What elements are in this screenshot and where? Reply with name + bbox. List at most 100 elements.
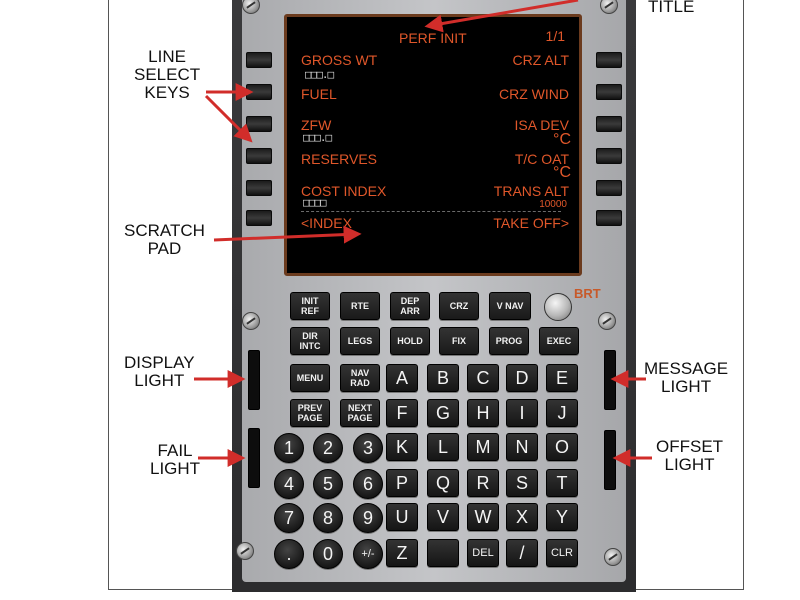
tc-oat-unit: °C: [553, 164, 571, 181]
brightness-label: BRT: [574, 286, 601, 301]
key-slash[interactable]: /: [506, 539, 538, 567]
key-p[interactable]: P: [386, 469, 418, 497]
lsk-4l[interactable]: [246, 148, 272, 164]
screen-page-number: 1/1: [545, 28, 565, 44]
screw-mid-left: [242, 312, 260, 330]
lsk-2l[interactable]: [246, 84, 272, 100]
key-e[interactable]: E: [546, 364, 578, 392]
menu-key[interactable]: MENU: [290, 364, 330, 392]
key-r[interactable]: R: [467, 469, 499, 497]
label-crz-alt: CRZ ALT: [512, 52, 569, 68]
lsk-2r[interactable]: [596, 84, 622, 100]
key-s[interactable]: S: [506, 469, 538, 497]
key-m[interactable]: M: [467, 433, 499, 461]
key-i[interactable]: I: [506, 399, 538, 427]
crz-key[interactable]: CRZ: [439, 292, 479, 320]
key-b[interactable]: B: [427, 364, 459, 392]
dir-intc-key[interactable]: DIR INTC: [290, 327, 330, 355]
screw-mid-right: [598, 312, 616, 330]
label-reserves: RESERVES: [301, 151, 377, 167]
screw-top-right: [600, 0, 618, 14]
lsk-3r[interactable]: [596, 116, 622, 132]
init-ref-key[interactable]: INIT REF: [290, 292, 330, 320]
key-del[interactable]: DEL: [467, 539, 499, 567]
fix-key[interactable]: FIX: [439, 327, 479, 355]
message-light: [604, 350, 616, 410]
lsk-6l[interactable]: [246, 210, 272, 226]
label-zfw: ZFW: [301, 117, 332, 133]
display-light: [248, 350, 260, 410]
zfw-entry-boxes[interactable]: □□□.□: [303, 131, 332, 144]
key-n[interactable]: N: [506, 433, 538, 461]
key-decimal[interactable]: .: [274, 539, 304, 569]
key-c[interactable]: C: [467, 364, 499, 392]
prev-page-key[interactable]: PREV PAGE: [290, 399, 330, 427]
key-j[interactable]: J: [546, 399, 578, 427]
key-1[interactable]: 1: [274, 433, 304, 463]
cost-index-entry-boxes[interactable]: □□□□: [303, 196, 326, 209]
key-3[interactable]: 3: [353, 433, 383, 463]
callout-line-select-keys: LINE SELECT KEYS: [134, 47, 201, 102]
key-w[interactable]: W: [467, 503, 499, 531]
key-6[interactable]: 6: [353, 469, 383, 499]
label-isa-dev: ISA DEV: [514, 117, 569, 133]
label-take-off: TAKE OFF>: [493, 215, 569, 231]
brightness-knob[interactable]: [544, 293, 572, 321]
lsk-5r[interactable]: [596, 180, 622, 196]
scratch-pad-dashes: [301, 211, 561, 212]
key-blank[interactable]: [427, 539, 459, 567]
lsk-5l[interactable]: [246, 180, 272, 196]
key-d[interactable]: D: [506, 364, 538, 392]
lsk-6r[interactable]: [596, 210, 622, 226]
key-0[interactable]: 0: [313, 539, 343, 569]
key-u[interactable]: U: [386, 503, 418, 531]
lsk-1r[interactable]: [596, 52, 622, 68]
key-plus-minus[interactable]: +/-: [353, 539, 383, 569]
label-fuel: FUEL: [301, 86, 337, 102]
hold-key[interactable]: HOLD: [390, 327, 430, 355]
key-t[interactable]: T: [546, 469, 578, 497]
nav-rad-key[interactable]: NAV RAD: [340, 364, 380, 392]
key-clr[interactable]: CLR: [546, 539, 578, 567]
key-z[interactable]: Z: [386, 539, 418, 567]
screw-bottom-left: [236, 542, 254, 560]
label-trans-alt: TRANS ALT: [493, 183, 569, 199]
key-o[interactable]: O: [546, 433, 578, 461]
exec-key[interactable]: EXEC: [539, 327, 579, 355]
key-v[interactable]: V: [427, 503, 459, 531]
key-9[interactable]: 9: [353, 503, 383, 533]
key-f[interactable]: F: [386, 399, 418, 427]
key-k[interactable]: K: [386, 433, 418, 461]
screw-bottom-right: [604, 548, 622, 566]
lsk-3l[interactable]: [246, 116, 272, 132]
prog-key[interactable]: PROG: [489, 327, 529, 355]
rte-key[interactable]: RTE: [340, 292, 380, 320]
key-h[interactable]: H: [467, 399, 499, 427]
lsk-1l[interactable]: [246, 52, 272, 68]
offset-light: [604, 430, 616, 490]
key-a[interactable]: A: [386, 364, 418, 392]
gross-wt-entry-boxes[interactable]: □□□.□: [305, 68, 334, 81]
cdu-display-screen: PERF INIT 1/1 GROSS WT □□□.□ FUEL ZFW □□…: [284, 14, 582, 276]
key-4[interactable]: 4: [274, 469, 304, 499]
next-page-key[interactable]: NEXT PAGE: [340, 399, 380, 427]
dep-arr-key[interactable]: DEP ARR: [390, 292, 430, 320]
key-5[interactable]: 5: [313, 469, 343, 499]
key-y[interactable]: Y: [546, 503, 578, 531]
screen-title: PERF INIT: [399, 30, 467, 46]
label-gross-wt: GROSS WT: [301, 52, 378, 68]
key-8[interactable]: 8: [313, 503, 343, 533]
label-cost-index: COST INDEX: [301, 183, 387, 199]
fail-light: [248, 428, 260, 488]
key-l[interactable]: L: [427, 433, 459, 461]
key-7[interactable]: 7: [274, 503, 304, 533]
isa-dev-unit: °C: [553, 131, 571, 148]
vnav-key[interactable]: V NAV: [489, 292, 531, 320]
key-x[interactable]: X: [506, 503, 538, 531]
callout-message-light: MESSAGE LIGHT: [644, 359, 729, 396]
key-g[interactable]: G: [427, 399, 459, 427]
key-q[interactable]: Q: [427, 469, 459, 497]
legs-key[interactable]: LEGS: [340, 327, 380, 355]
key-2[interactable]: 2: [313, 433, 343, 463]
lsk-4r[interactable]: [596, 148, 622, 164]
